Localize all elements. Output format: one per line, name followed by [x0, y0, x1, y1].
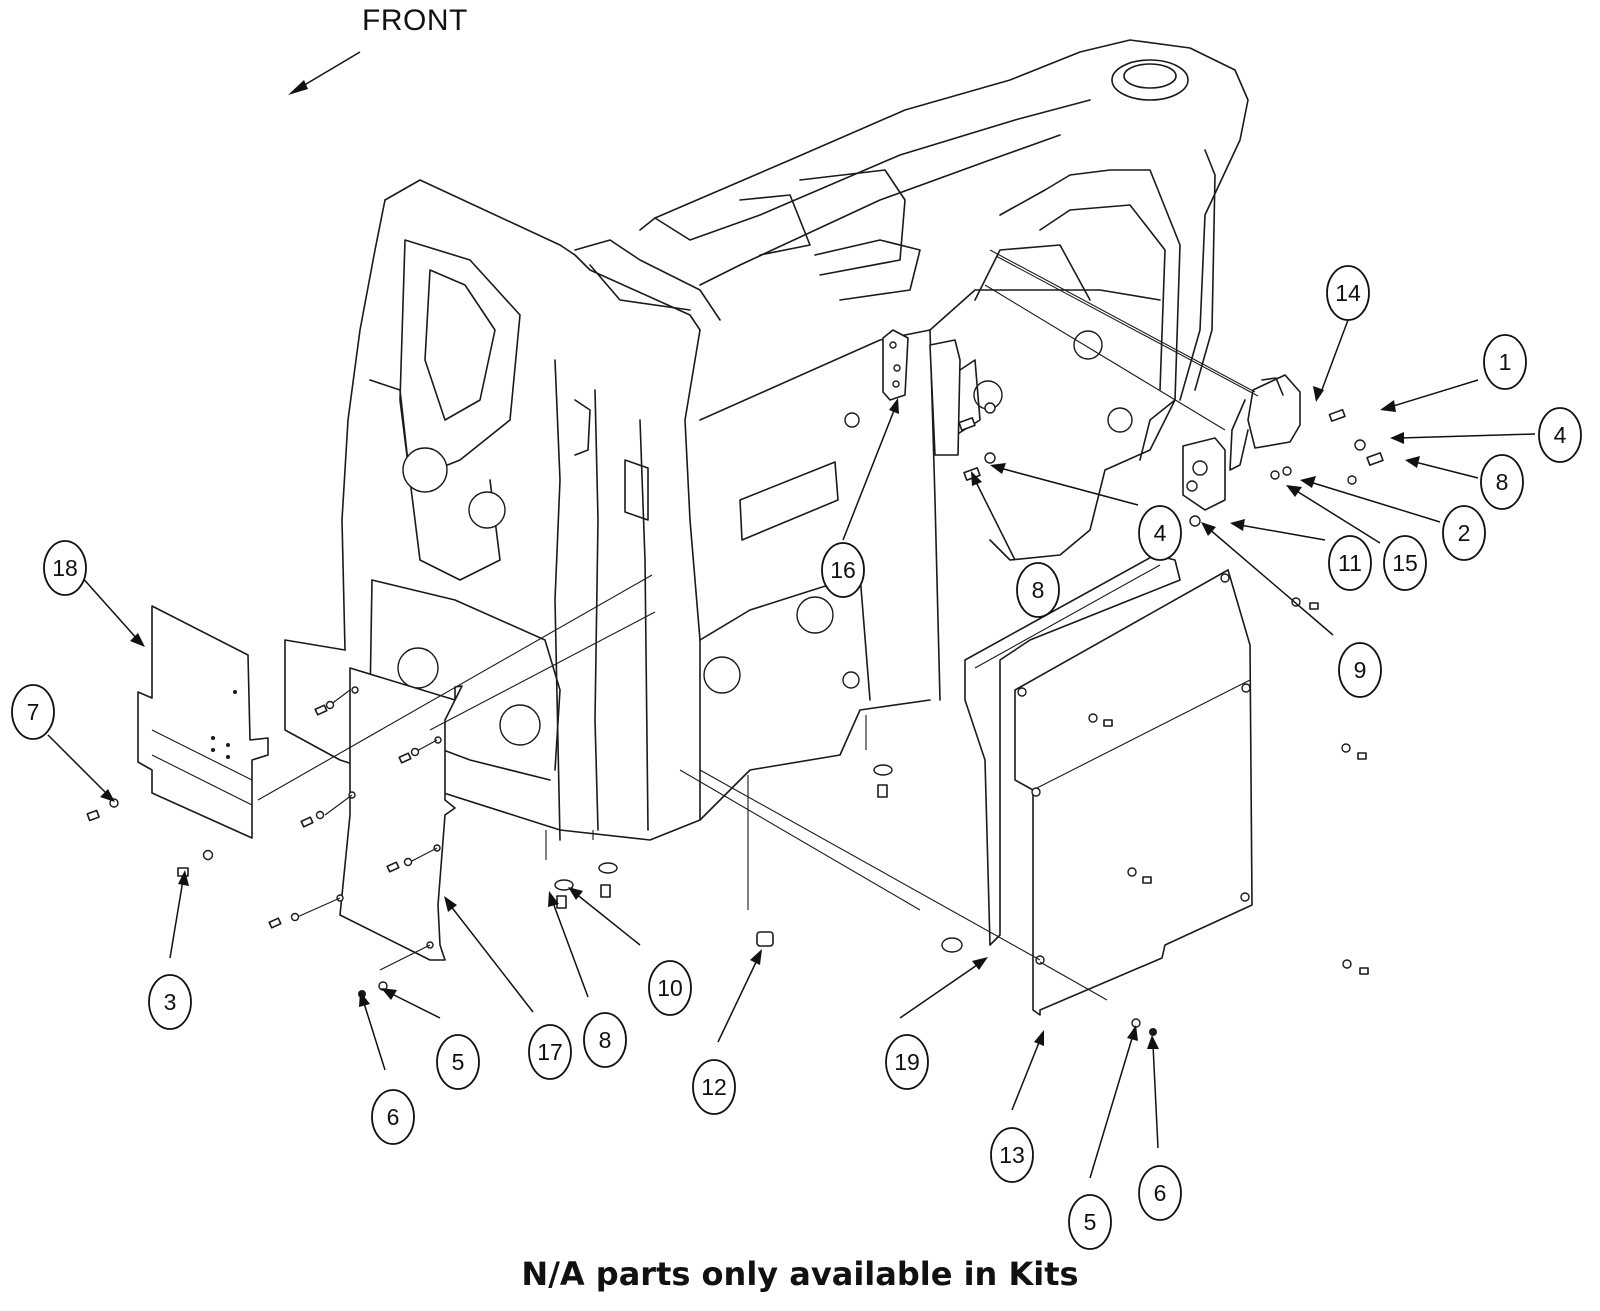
assembly-lines [257, 249, 1259, 1001]
callout-10: 10 [648, 960, 692, 1016]
callout-label: 18 [52, 555, 78, 581]
callout-3: 3 [148, 974, 192, 1030]
callout-15: 16 [821, 542, 865, 598]
callout-label: 8 [1032, 577, 1045, 603]
leader-lines [47, 319, 1536, 1179]
callout-label: 16 [830, 557, 856, 583]
screw [177, 849, 214, 877]
callout-label: 2 [1458, 520, 1471, 546]
callout-label: 6 [387, 1104, 400, 1130]
callout-label: 3 [164, 989, 177, 1015]
callout-18: 18 [43, 540, 87, 596]
callout-label: 11 [1338, 550, 1362, 576]
callout-label: 1 [1499, 349, 1512, 375]
callout-9: 9 [1338, 642, 1382, 698]
hinge-15 [882, 329, 961, 456]
callout-label: 14 [1335, 280, 1361, 306]
callout-label: 17 [537, 1039, 563, 1065]
front-direction-label: FRONT [362, 4, 468, 37]
callout-7: 7 [11, 684, 55, 740]
callout-19: 19 [885, 1034, 929, 1090]
callout-label: 15 [1392, 550, 1418, 576]
callout-4: 4 [1538, 407, 1582, 463]
callout-17: 17 [528, 1024, 572, 1080]
callout-label: 19 [894, 1049, 920, 1075]
callout-label: 12 [701, 1074, 727, 1100]
callout-11: 11 [1328, 535, 1372, 591]
machine-body [284, 39, 1249, 841]
callout-13: 14 [1326, 265, 1370, 321]
callout-label: 7 [27, 699, 40, 725]
panel-17 [336, 667, 463, 961]
footnote: N/A parts only available in Kits [521, 1255, 1079, 1293]
panel-16 [1014, 569, 1253, 1016]
callout-label: 10 [657, 975, 683, 1001]
callout-label: 4 [1154, 520, 1167, 546]
callout-8: 8 [1016, 562, 1060, 618]
screw [268, 912, 300, 929]
front-arrow [288, 51, 361, 95]
callout-8: 8 [583, 1012, 627, 1068]
callout-label: 8 [1496, 469, 1509, 495]
callout-label: 13 [999, 1142, 1025, 1168]
callout-8: 8 [1480, 454, 1524, 510]
plate-18 [137, 605, 269, 839]
callout-4: 4 [1138, 505, 1182, 561]
screw [386, 857, 413, 873]
screw [314, 700, 335, 716]
callout-label: 6 [1154, 1180, 1167, 1206]
callout-label: 5 [1084, 1209, 1097, 1235]
latch-assembly [1182, 374, 1301, 511]
callout-label: 4 [1554, 422, 1567, 448]
screw [300, 810, 325, 828]
callout-5: 5 [436, 1034, 480, 1090]
screw [86, 798, 119, 822]
callout-6: 6 [1138, 1165, 1182, 1221]
callout-12: 12 [692, 1059, 736, 1115]
callout-label: 9 [1354, 657, 1367, 683]
callout-14: 15 [1383, 535, 1427, 591]
screw [398, 747, 420, 764]
callout-2: 2 [1442, 505, 1486, 561]
callout-1: 1 [1483, 334, 1527, 390]
callout-6: 6 [371, 1089, 415, 1145]
callouts: 14 1 4 8 2 15 11 9 [11, 265, 1582, 1250]
callout-5: 5 [1068, 1194, 1112, 1250]
callout-16: 13 [990, 1127, 1034, 1183]
callout-label: 5 [452, 1049, 465, 1075]
callout-label: 8 [599, 1027, 612, 1053]
